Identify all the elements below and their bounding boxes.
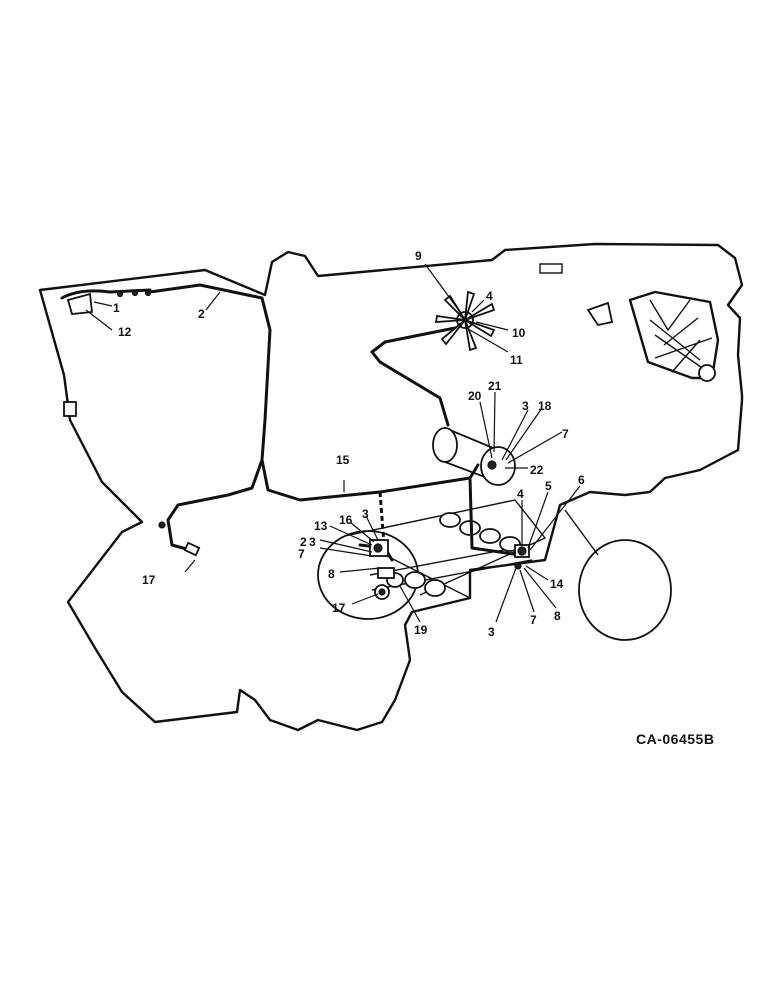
callout-19: 19 [414, 623, 428, 637]
callout-18: 18 [538, 399, 552, 413]
wiring-harness-header-run [378, 491, 386, 546]
left-sensor [158, 521, 201, 557]
callout-2-header: 2 [300, 535, 307, 549]
callout-6: 6 [578, 473, 585, 487]
callout-22: 22 [530, 463, 544, 477]
callout-16: 16 [339, 513, 353, 527]
front-header [317, 499, 547, 620]
callout-9: 9 [415, 249, 422, 263]
callout-17-header: 17 [332, 601, 346, 615]
wiring-harness-fan-run [370, 326, 457, 427]
rear-wheel [564, 509, 672, 641]
callout-5: 5 [545, 479, 552, 493]
callout-2: 2 [198, 307, 205, 321]
header-switch-assembly [369, 539, 395, 600]
callout-11: 11 [510, 353, 523, 367]
wiring-harness-left-drop [166, 458, 264, 552]
fuel-tank [432, 426, 516, 486]
roof-hatch [539, 263, 563, 274]
callout-8-shaft: 8 [554, 609, 561, 623]
cab-bracket [586, 301, 614, 327]
shaft-sensor-assembly [514, 544, 530, 570]
drawing-reference-code: CA-06455B [636, 731, 714, 747]
callout-15: 15 [336, 453, 350, 467]
side-ladder [628, 290, 720, 382]
machine-body-outline [38, 242, 744, 732]
leader-lines [85, 263, 581, 623]
callout-4: 4 [486, 289, 493, 303]
callout-3-header: 3 [362, 507, 369, 521]
auger-shaft [369, 512, 533, 597]
callout-10: 10 [512, 326, 526, 340]
callout-7-header: 7 [298, 547, 305, 561]
callout-8-header: 8 [328, 567, 335, 581]
callout-4-shaft: 4 [517, 487, 524, 501]
callout-3: 3 [522, 399, 529, 413]
callout-3-shaft: 3 [488, 625, 495, 639]
callout-20: 20 [468, 389, 482, 403]
callout-7: 7 [562, 427, 569, 441]
callout-13: 13 [314, 519, 328, 533]
callout-17-left: 17 [142, 573, 156, 587]
callout-21: 21 [488, 379, 502, 393]
cooling-fan [434, 290, 496, 352]
wiring-harness-tank-drop [468, 476, 522, 557]
callout-14: 14 [550, 577, 564, 591]
lamp-cluster [60, 288, 152, 315]
callout-12: 12 [118, 325, 132, 339]
callout-labels: 1 12 2 9 4 10 11 20 21 3 18 7 22 15 13 1… [113, 249, 585, 639]
left-step [63, 401, 77, 417]
callout-7-shaft: 7 [530, 613, 537, 627]
callout-3-header-b: 3 [309, 535, 316, 549]
callout-1: 1 [113, 301, 120, 315]
